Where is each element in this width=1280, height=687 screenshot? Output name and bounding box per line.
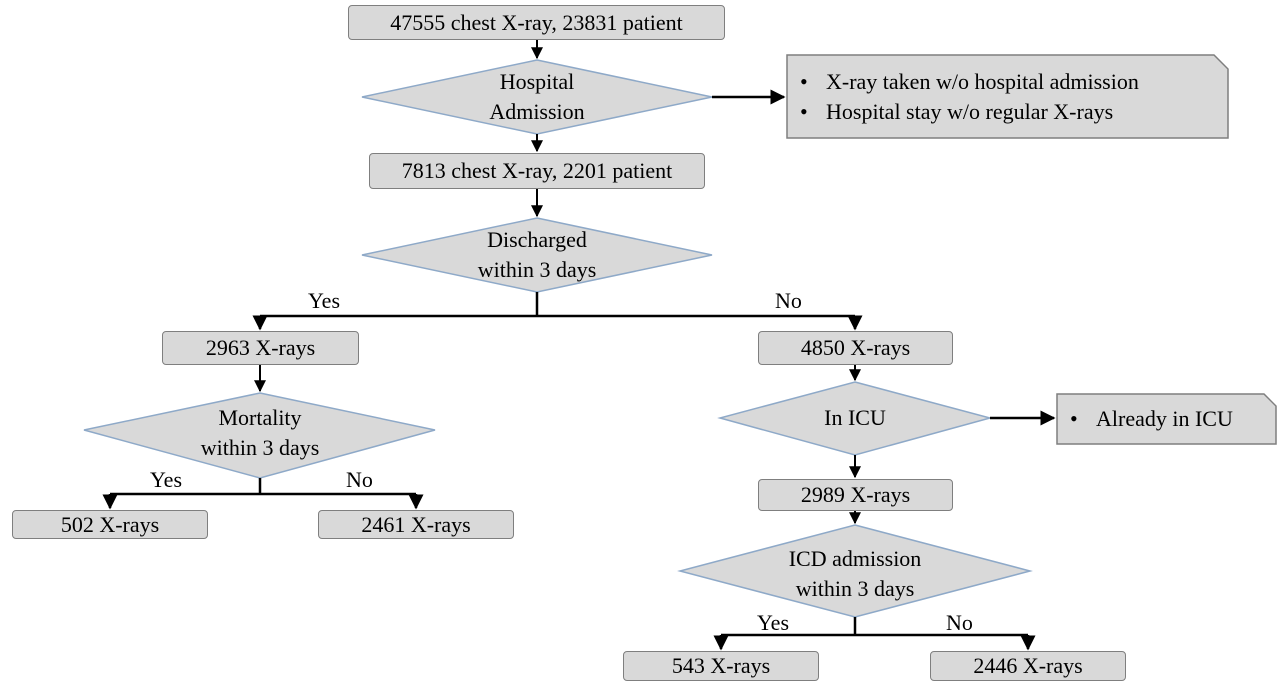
box-total-xrays: 47555 chest X-ray, 23831 patient	[348, 5, 725, 40]
box-not-in-icu: 2989 X-rays	[758, 479, 953, 511]
discharged-label-line: Discharged	[487, 227, 587, 252]
hospital-admission-label-line: Hospital	[499, 69, 575, 94]
exclusion-item: Hospital stay w/o regular X-rays	[800, 97, 1220, 127]
icd-admission-label-line: ICD admission	[788, 546, 922, 571]
icd-admission-label-line: within 3 days	[795, 576, 915, 601]
box-admitted-xrays: 7813 chest X-ray, 2201 patient	[369, 153, 705, 189]
branch-label-yes: Yes	[150, 467, 183, 492]
box-icd-no: 2446 X-rays	[930, 651, 1126, 681]
in-icu-label-line: In ICU	[824, 405, 886, 430]
hospital-admission-label: Hospital Admission	[437, 67, 637, 127]
box-discharged-yes: 2963 X-rays	[162, 331, 359, 365]
icu-exclusion-note: Already in ICU	[1060, 404, 1275, 434]
branch-label-no: No	[775, 288, 802, 313]
hospital-admission-label-line: Admission	[489, 99, 585, 124]
hospital-exclusion-list: X-ray taken w/o hospital admission Hospi…	[790, 67, 1220, 127]
box-icd-yes: 543 X-rays	[623, 651, 819, 681]
hospital-exclusion-note: X-ray taken w/o hospital admission Hospi…	[790, 67, 1220, 127]
icd-admission-label: ICD admission within 3 days	[755, 544, 955, 604]
branch-label-yes: Yes	[308, 288, 341, 313]
mortality-label-line: within 3 days	[200, 435, 320, 460]
box-mortality-no: 2461 X-rays	[318, 510, 514, 539]
branch-label-no: No	[946, 610, 973, 635]
discharged-label-line: within 3 days	[477, 257, 597, 282]
branch-label-yes: Yes	[757, 610, 790, 635]
icu-exclusion-list: Already in ICU	[1060, 404, 1275, 434]
mortality-label-line: Mortality	[218, 405, 302, 430]
discharged-label: Discharged within 3 days	[437, 225, 637, 285]
box-discharged-no: 4850 X-rays	[758, 331, 953, 365]
in-icu-label: In ICU	[755, 403, 955, 433]
exclusion-item: X-ray taken w/o hospital admission	[800, 67, 1220, 97]
exclusion-item: Already in ICU	[1070, 404, 1275, 434]
mortality-label: Mortality within 3 days	[160, 403, 360, 463]
box-mortality-yes: 502 X-rays	[12, 510, 208, 539]
branch-label-no: No	[346, 467, 373, 492]
